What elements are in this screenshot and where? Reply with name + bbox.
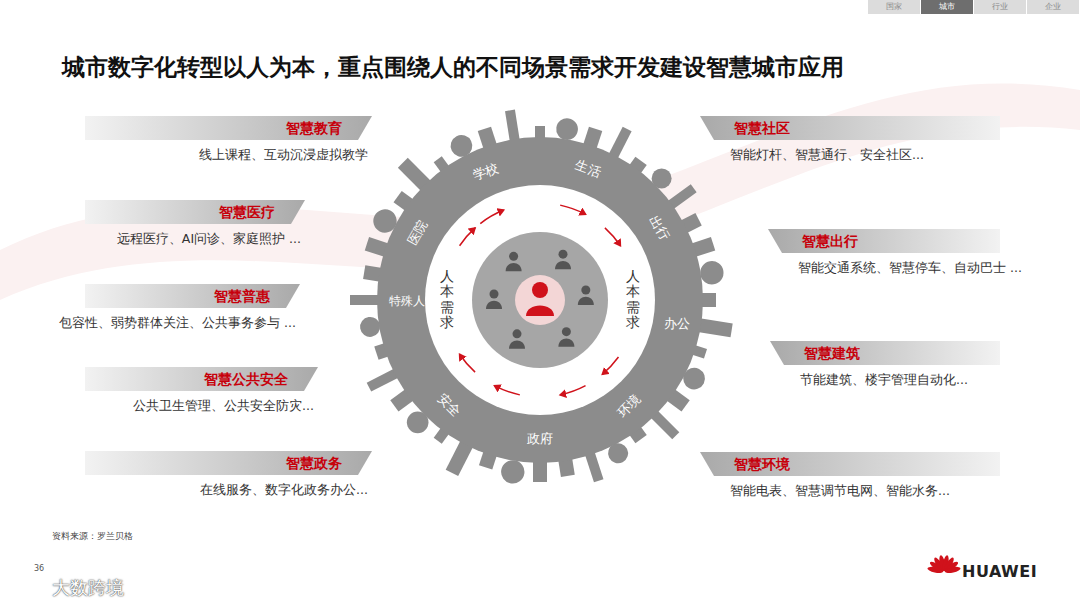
huawei-logo xyxy=(927,555,961,574)
brand-name: HUAWEI xyxy=(962,562,1037,581)
ring-label: 特殊人群需求 xyxy=(389,295,413,309)
nav-tab: 城市 xyxy=(921,0,973,14)
person-icon-body xyxy=(555,261,571,269)
banner-node: 智慧医疗远程医疗、AI问诊、家庭照护 ... xyxy=(85,200,305,248)
nav-tab: 企业 xyxy=(1027,0,1079,14)
watermark: 大数跨境 xyxy=(52,576,124,600)
banner-heading: 智慧出行 xyxy=(768,229,1000,253)
band-fill xyxy=(85,200,305,224)
banner-node: 智慧政务在线服务、数字化政务办公... xyxy=(85,451,372,499)
tree-silhouette xyxy=(499,459,526,486)
cycle-arrow xyxy=(602,357,618,374)
banner-node: 智慧普惠包容性、弱势群体关注、公共事务参与 ... xyxy=(31,284,300,332)
banner-heading: 智慧社区 xyxy=(700,116,1000,140)
source-note: 资料来源：罗兰贝格 xyxy=(52,530,133,543)
person-icon-head xyxy=(509,252,518,261)
band-fill xyxy=(700,116,1000,140)
cycle-arrow xyxy=(560,205,585,214)
cycle-arrow xyxy=(605,228,621,246)
band-fill xyxy=(768,229,1000,253)
banner-band: 智慧普惠 xyxy=(85,284,300,308)
banner-heading: 智慧普惠 xyxy=(85,284,300,308)
building-silhouettes xyxy=(350,110,733,486)
inner-white-ring xyxy=(425,185,655,415)
person-icon-head xyxy=(559,250,568,259)
banner-node: 智慧环境智能电表、智慧调节电网、智能水务... xyxy=(700,452,1000,500)
people-needs-column: 人本需求 xyxy=(440,269,454,331)
banner-band: 智慧社区 xyxy=(700,116,1000,140)
tree-silhouette xyxy=(555,117,580,142)
nav-tab: 国家 xyxy=(868,0,920,14)
cycle-arrow xyxy=(560,386,585,395)
banner-node: 智慧社区智能灯杆、智慧通行、安全社区... xyxy=(700,116,1000,164)
banner-band: 智慧出行 xyxy=(768,229,1000,253)
banner-body: 在线服务、数字化政务办公... xyxy=(85,482,372,499)
cycle-arrow xyxy=(460,228,476,246)
banner-body: 节能建筑、楼宇管理自动化... xyxy=(770,372,1000,389)
banner-heading: 智慧环境 xyxy=(700,452,1000,476)
person-icon-body xyxy=(486,301,502,309)
band-fill xyxy=(85,284,300,308)
banner-band: 智慧建筑 xyxy=(770,341,1000,365)
nav-tab: 行业 xyxy=(974,0,1026,14)
banner-node: 智慧出行智能交通系统、智慧停车、自动巴士 ... xyxy=(768,229,1024,277)
page-number: 36 xyxy=(34,564,44,573)
banner-band: 智慧环境 xyxy=(700,452,1000,476)
banner-node: 智慧教育线上课程、互动沉浸虚拟教学 xyxy=(85,116,372,164)
tree-silhouette xyxy=(699,259,726,286)
person-icon-head xyxy=(581,285,590,294)
banner-heading: 智慧教育 xyxy=(85,116,372,140)
person-icon-body xyxy=(558,338,574,346)
person-icon-body xyxy=(578,297,594,305)
people-icons xyxy=(486,250,594,349)
person-icon-body xyxy=(509,341,525,349)
banner-heading: 智慧医疗 xyxy=(85,200,305,224)
banner-body: 远程医疗、AI问诊、家庭照护 ... xyxy=(85,231,305,248)
banner-band: 智慧政务 xyxy=(85,451,372,475)
person-icon-head xyxy=(490,290,499,299)
inner-disc xyxy=(472,232,608,368)
people-needs-column: 人本需求 xyxy=(626,269,640,331)
band-fill xyxy=(770,341,1000,365)
banner-band: 智慧教育 xyxy=(85,116,372,140)
band-fill xyxy=(85,367,318,391)
center-person-head xyxy=(532,282,548,298)
banner-body: 线上课程、互动沉浸虚拟教学 xyxy=(85,147,372,164)
outer-ring xyxy=(377,137,703,463)
banner-body: 智能灯杆、智慧通行、安全社区... xyxy=(700,147,1000,164)
band-fill xyxy=(85,451,372,475)
center-circle xyxy=(515,275,565,325)
banner-body: 包容性、弱势群体关注、公共事务参与 ... xyxy=(31,315,300,332)
ring-label: 办公 xyxy=(664,315,690,333)
banner-node: 智慧建筑节能建筑、楼宇管理自动化... xyxy=(770,341,1000,389)
banner-body: 智能电表、智慧调节电网、智能水务... xyxy=(700,483,1000,500)
banner-node: 智慧公共安全公共卫生管理、公共安全防灾... xyxy=(85,367,318,415)
cycle-arrow xyxy=(480,210,503,223)
cycle-arrow xyxy=(494,386,519,395)
banner-body: 公共卫生管理、公共安全防灾... xyxy=(85,398,318,415)
person-icon-head xyxy=(562,327,571,336)
banner-heading: 智慧公共安全 xyxy=(85,367,318,391)
banner-heading: 智慧建筑 xyxy=(770,341,1000,365)
cycle-arrow xyxy=(460,354,476,372)
banner-body: 智能交通系统、智慧停车、自动巴士 ... xyxy=(768,260,1024,277)
ring-label: 政府 xyxy=(527,430,553,448)
banner-heading: 智慧政务 xyxy=(85,451,372,475)
person-icon-body xyxy=(506,263,522,271)
cycle-arrows xyxy=(460,205,621,395)
banner-band: 智慧公共安全 xyxy=(85,367,318,391)
person-icon-head xyxy=(513,329,522,338)
band-fill xyxy=(85,116,372,140)
center-person-body xyxy=(526,306,554,317)
banner-band: 智慧医疗 xyxy=(85,200,305,224)
page-title: 城市数字化转型以人为本，重点围绕人的不同场景需求开发建设智慧城市应用 xyxy=(62,52,844,83)
band-fill xyxy=(700,452,1000,476)
logo-petal xyxy=(944,566,961,575)
